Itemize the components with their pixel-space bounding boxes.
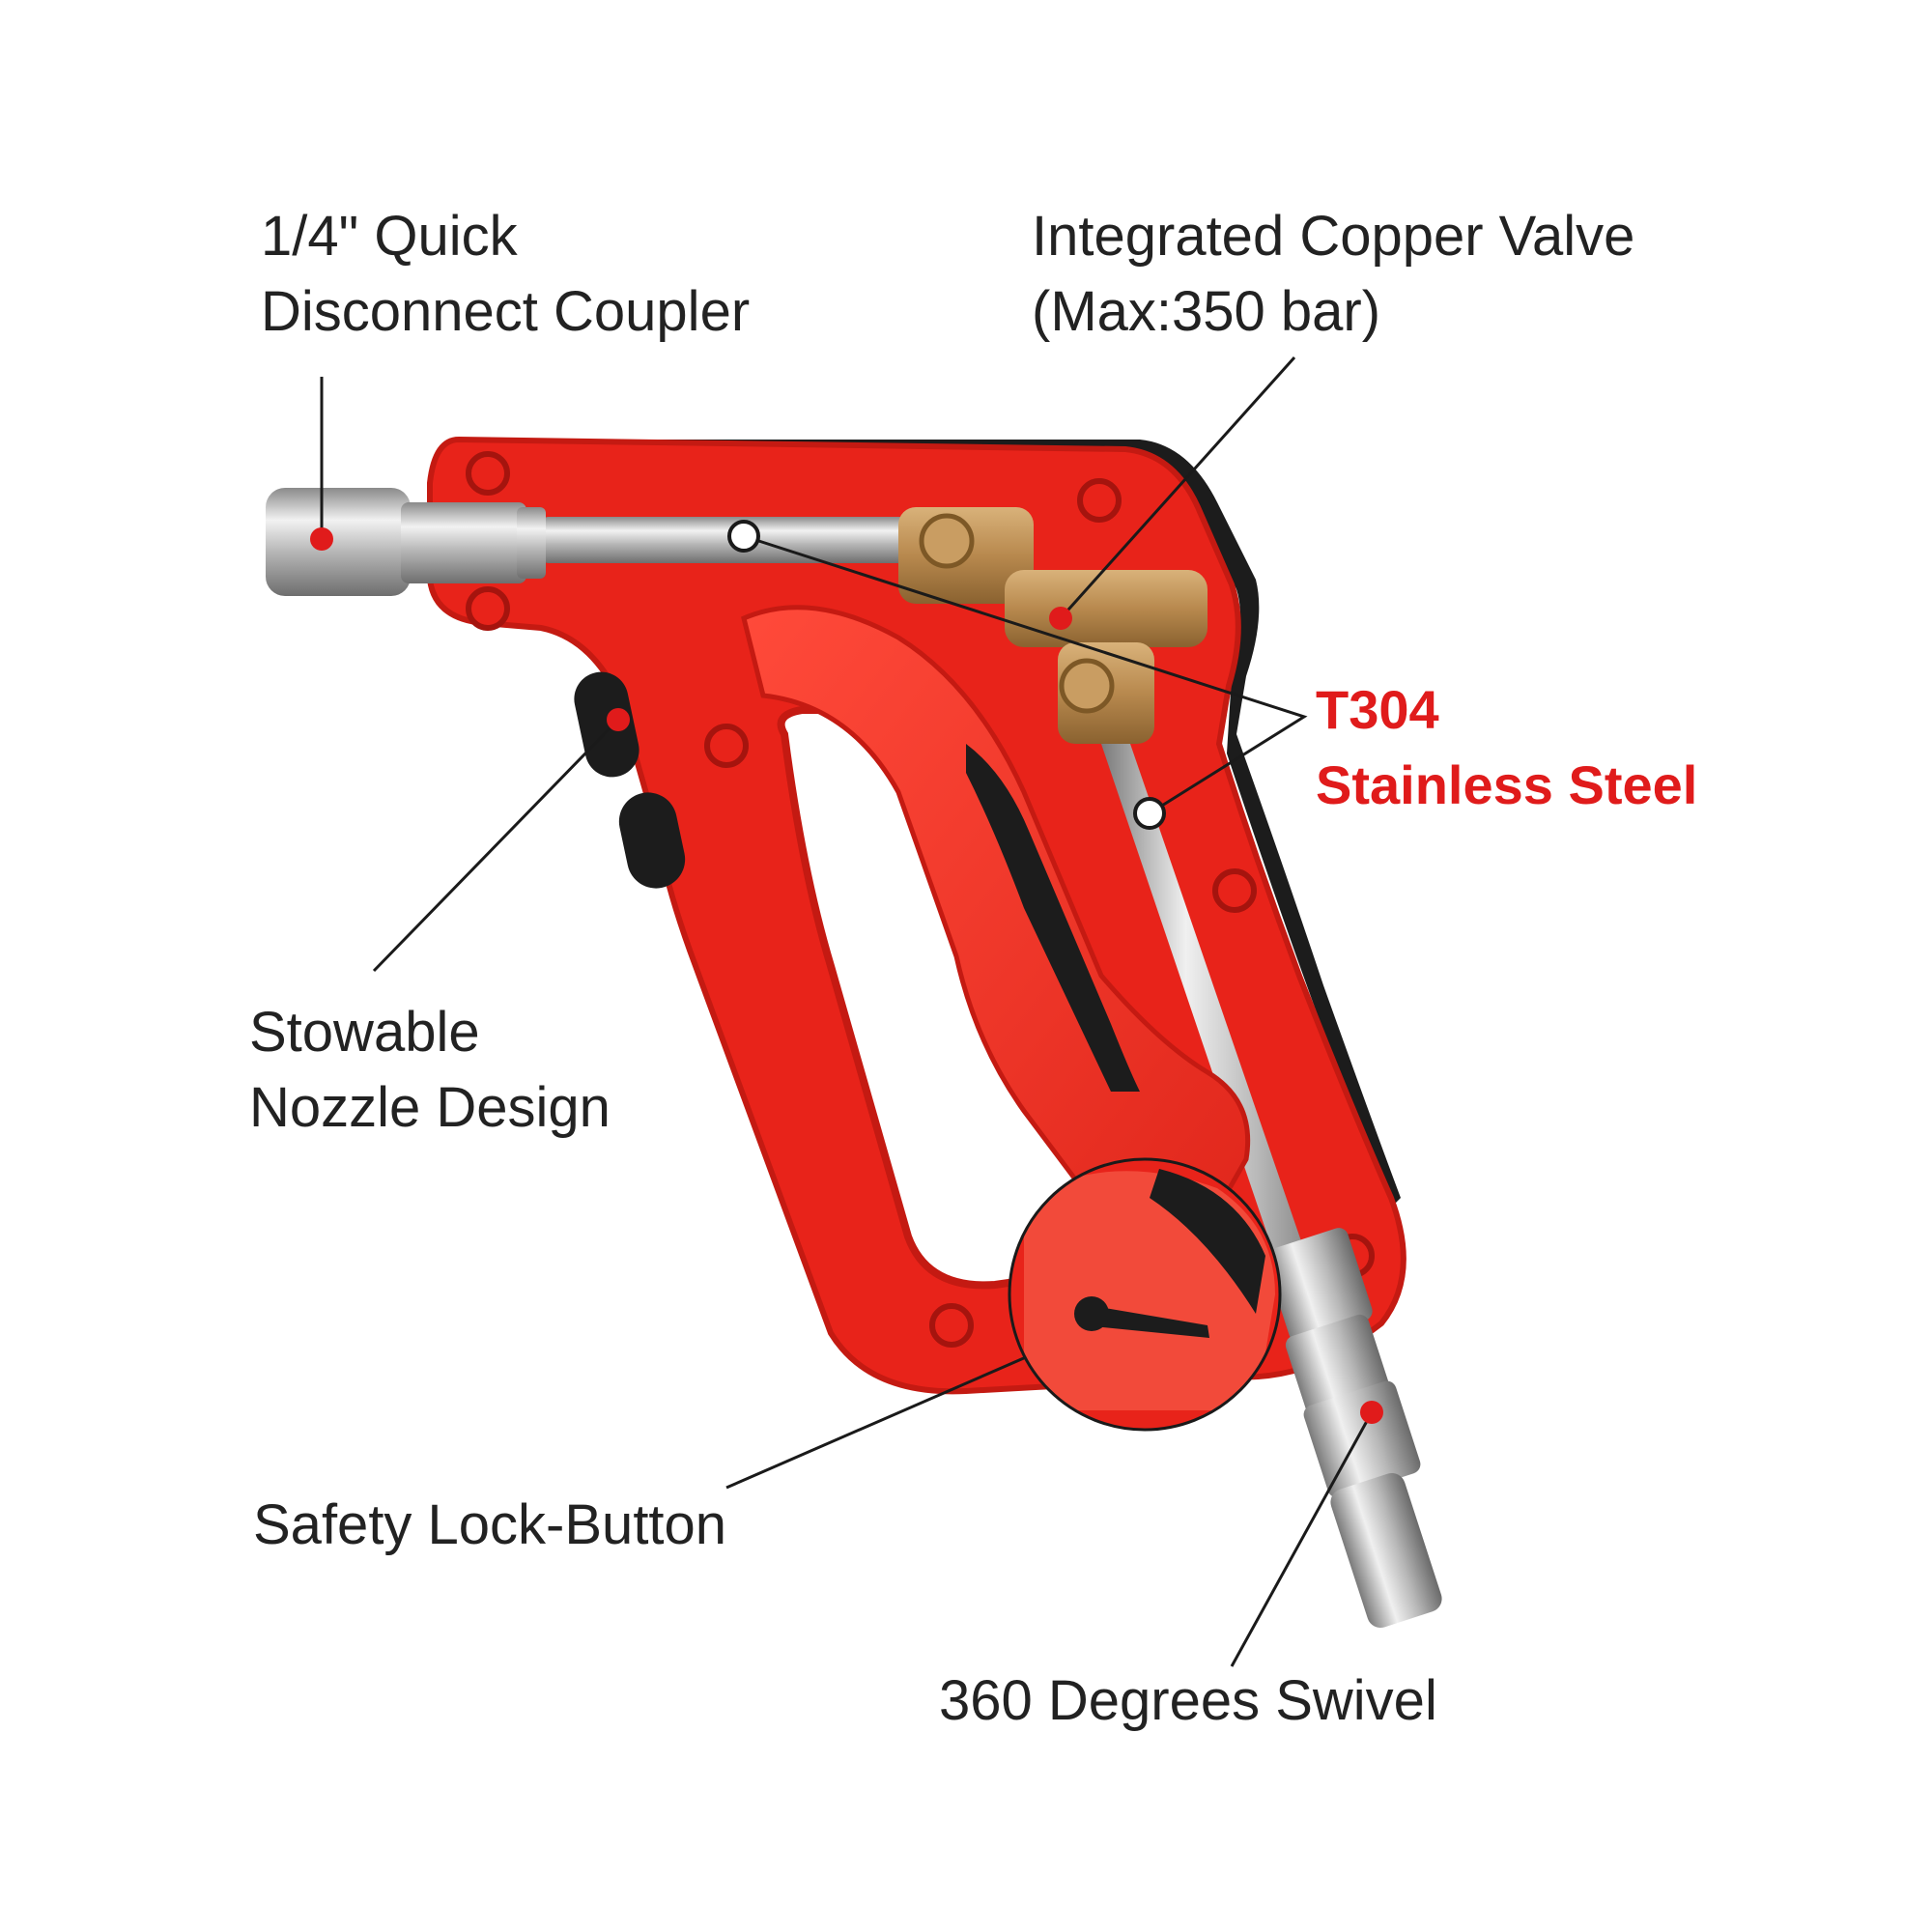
callout-markers: [310, 520, 1383, 1424]
label-swivel-line1: 360 Degrees Swivel: [939, 1669, 1437, 1732]
label-stowable-nozzle-line1: Stowable: [249, 1001, 480, 1064]
label-swivel: 360 Degrees Swivel: [939, 1663, 1437, 1739]
label-safety-lock: Safety Lock-Button: [253, 1488, 726, 1563]
grip-rubber: [966, 744, 1140, 1092]
callout-dot-swivel: [1360, 1401, 1383, 1424]
callout-dot-coupler: [310, 527, 333, 551]
leader-line-steel: [743, 534, 1308, 815]
magnifier-circle: [1008, 1157, 1282, 1432]
nozzle-clips: [574, 671, 686, 889]
swivel-connector: [1264, 1228, 1442, 1629]
label-stainless-steel: T304 Stainless Steel: [1316, 672, 1697, 823]
top-tube: [541, 517, 908, 563]
label-safety-lock-line1: Safety Lock-Button: [253, 1493, 727, 1556]
lock-lever: [1082, 1304, 1209, 1338]
leader-line-valve: [1059, 355, 1296, 620]
label-copper-valve-line2: (Max:350 bar): [1032, 280, 1381, 343]
label-stowable-nozzle: Stowable Nozzle Design: [249, 995, 611, 1146]
leader-line-nozzle: [372, 718, 620, 973]
label-stainless-steel-line1: T304: [1316, 679, 1439, 740]
callout-ring-steel-top: [727, 520, 760, 553]
callout-dot-nozzle: [607, 708, 630, 731]
label-copper-valve-line1: Integrated Copper Valve: [1032, 205, 1635, 268]
trigger-grip: [741, 605, 1251, 1259]
callout-ring-steel-bottom: [1133, 797, 1166, 830]
label-quick-coupler: 1/4" Quick Disconnect Coupler: [261, 199, 750, 350]
label-stowable-nozzle-line2: Nozzle Design: [249, 1076, 611, 1139]
diagonal-tube: [1101, 744, 1343, 1372]
label-quick-coupler-line1: 1/4" Quick: [261, 205, 518, 268]
label-stainless-steel-line2: Stainless Steel: [1316, 754, 1698, 815]
quick-coupler: [266, 488, 546, 596]
label-copper-valve: Integrated Copper Valve (Max:350 bar): [1032, 199, 1634, 350]
label-quick-coupler-line2: Disconnect Coupler: [261, 280, 751, 343]
leader-line-swivel: [1230, 1411, 1374, 1667]
leader-lines: [320, 355, 1374, 1667]
callout-dot-valve: [1049, 607, 1072, 630]
leader-line-lock: [725, 1355, 1027, 1490]
